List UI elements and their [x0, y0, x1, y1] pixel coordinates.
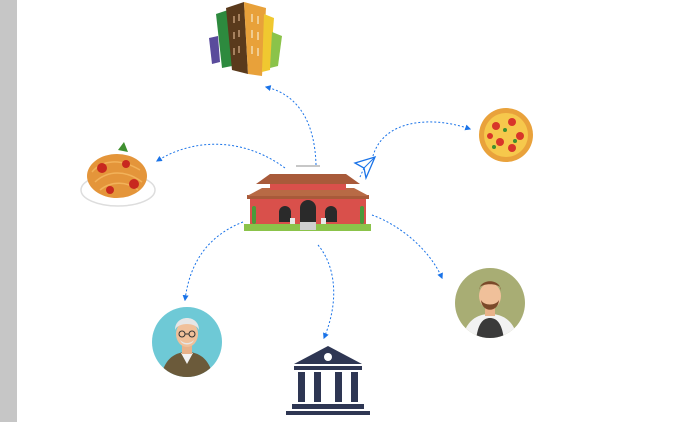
- connector-to-government: [317, 244, 335, 340]
- left-sidebar-strip: [0, 0, 17, 422]
- diagram-canvas: [17, 0, 685, 422]
- connector-to-office-towers: [264, 85, 317, 166]
- paper-plane-icon: [353, 155, 377, 181]
- pizza-icon: [479, 108, 533, 162]
- elderly-man-portrait-icon: [152, 307, 222, 377]
- government-building-icon: [286, 346, 370, 415]
- connector-to-pizza: [371, 121, 472, 161]
- mind-map-diagram: [80, 2, 533, 415]
- man-portrait-icon: [455, 268, 525, 338]
- spaghetti-plate-icon: [80, 142, 156, 207]
- connector-to-spaghetti: [155, 143, 286, 169]
- connector-to-man: [371, 214, 443, 280]
- connectors: [155, 85, 472, 340]
- chinese-palace-icon: [244, 165, 371, 231]
- office-towers-icon: [209, 2, 282, 76]
- connector-to-elderly-man: [182, 221, 244, 302]
